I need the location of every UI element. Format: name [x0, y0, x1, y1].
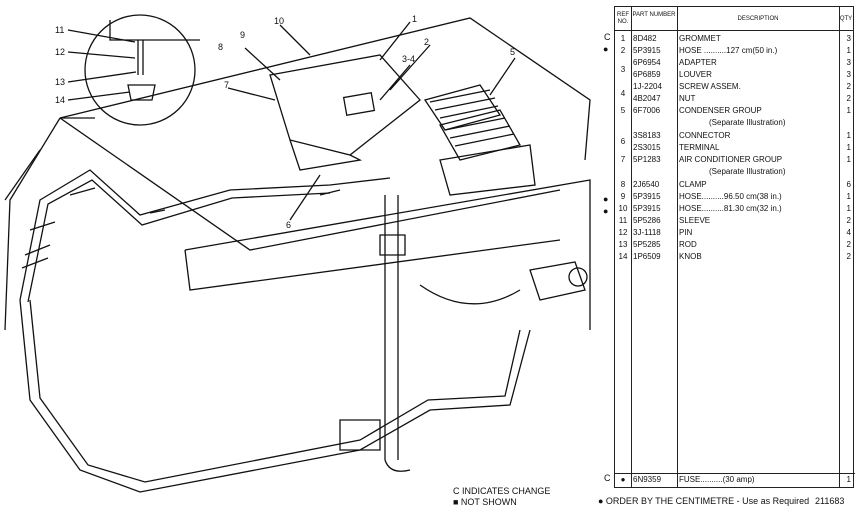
parts-illustration: 1 2 3-4 5 6 7 8 9 10 11 12 13 14: [4, 14, 591, 493]
header-ref: REF NO.: [615, 7, 631, 31]
bullet-marker: ●: [603, 206, 609, 216]
callout-10: 10: [274, 16, 284, 26]
note-aircon: (Separate Illustration): [709, 167, 786, 176]
change-marker: C: [604, 473, 611, 483]
callout-14: 14: [55, 95, 65, 105]
bullet-marker: ●: [603, 44, 609, 54]
callout-13: 13: [55, 77, 65, 87]
footer-code: 211683: [815, 496, 845, 506]
callout-6: 6: [286, 220, 291, 230]
callout-11: 11: [55, 25, 64, 35]
header-qty: QTY: [839, 7, 853, 31]
footer: ● ORDER BY THE CENTIMETRE - Use as Requi…: [598, 496, 844, 506]
legend: C INDICATES CHANGE ■ NOT SHOWN: [453, 486, 550, 508]
callout-7: 7: [224, 80, 229, 90]
callout-5: 5: [510, 47, 515, 57]
group-ref-3: 3: [620, 65, 626, 74]
header-part-number: PART NUMBER: [631, 7, 677, 31]
callout-2: 2: [424, 37, 429, 47]
bullet-marker: ●: [603, 194, 609, 204]
callout-3-4: 3-4: [402, 54, 415, 64]
note-condenser: (Separate Illustration): [709, 118, 786, 127]
group-ref-6: 6: [620, 137, 626, 146]
legend-change: C INDICATES CHANGE: [453, 486, 551, 496]
callout-12: 12: [55, 47, 65, 57]
group-ref-4: 4: [620, 89, 626, 98]
callout-1: 1: [412, 14, 417, 24]
change-marker: C: [604, 32, 611, 42]
footer-order-note: ● ORDER BY THE CENTIMETRE - Use as Requi…: [598, 496, 810, 506]
legend-not-shown: ■ NOT SHOWN: [453, 497, 517, 507]
callout-8: 8: [218, 42, 223, 52]
callout-9: 9: [240, 30, 245, 40]
header-description: DESCRIPTION: [677, 7, 839, 31]
